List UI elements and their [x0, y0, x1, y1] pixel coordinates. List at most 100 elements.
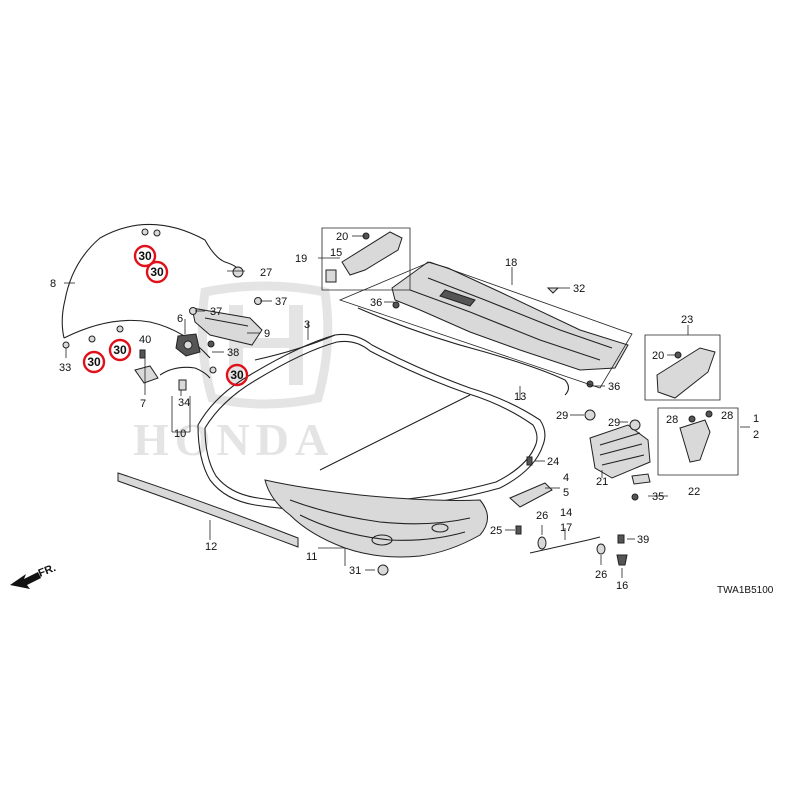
clip-28a	[688, 415, 696, 423]
callout-40: 40	[139, 334, 151, 346]
highlight-30-e: 30	[225, 363, 249, 387]
callout-9: 9	[264, 328, 270, 340]
bumper-16	[616, 554, 628, 566]
bolt-24	[526, 456, 533, 466]
callout-22: 22	[688, 486, 700, 498]
cowl-seal	[357, 307, 570, 396]
callout-8: 8	[50, 278, 56, 290]
cowl-top-panel	[391, 261, 629, 371]
highlight-30-b: 30	[145, 260, 169, 284]
callout-21: 21	[596, 476, 608, 488]
front-label: FR.	[37, 562, 58, 580]
callout-35: 35	[652, 491, 664, 503]
callout-29-left: 29	[556, 410, 568, 422]
callout-11: 11	[306, 551, 317, 563]
bumper-34	[178, 379, 187, 391]
nut-29a	[584, 409, 596, 421]
hood-lock	[175, 333, 201, 357]
callout-28-right: 28	[721, 410, 733, 422]
callout-20-right: 20	[652, 350, 664, 362]
nut-30e	[209, 366, 217, 374]
clip-35	[631, 473, 651, 485]
bolt-38	[207, 340, 215, 348]
hood-panel	[197, 333, 546, 511]
highlight-30-a: 30	[133, 244, 157, 268]
watermark-logo-frame	[197, 281, 333, 409]
callout-15: 15	[330, 247, 342, 259]
callout-16: 16	[616, 580, 628, 592]
watermark-logo-bar-mid	[243, 338, 289, 348]
callout-17: 17	[560, 522, 572, 534]
highlight-30-c: 30	[82, 350, 106, 374]
callout-31: 31	[349, 565, 361, 577]
highlighted-callouts: 30 30 30 30 30	[82, 244, 249, 387]
callout-34: 34	[178, 397, 190, 409]
bolt-25	[515, 525, 522, 535]
nut-30a	[141, 228, 149, 236]
grommet-33	[62, 341, 70, 349]
cowl-side-cover-right	[656, 347, 716, 399]
watermark-logo-bar-right	[289, 305, 303, 385]
svg-text:30: 30	[113, 343, 127, 357]
callout-26-left: 26	[536, 510, 548, 522]
nut-29b	[629, 419, 641, 431]
cap-26a	[537, 536, 547, 550]
clip-40	[139, 349, 146, 359]
nut-27	[232, 266, 244, 278]
callout-33: 33	[59, 362, 71, 374]
callout-32: 32	[573, 283, 585, 295]
clip-35b	[631, 493, 639, 501]
callout-19: 19	[295, 253, 307, 265]
watermark-wordmark: HONDA	[133, 414, 334, 465]
svg-text:30: 30	[87, 355, 101, 369]
callout-6: 6	[177, 313, 183, 325]
callout-5: 5	[563, 487, 569, 499]
callout-23: 23	[681, 314, 693, 326]
callout-2: 2	[753, 429, 759, 441]
hood-hinge	[589, 424, 651, 479]
hood-stay-bracket	[134, 365, 211, 384]
callout-24: 24	[547, 456, 559, 468]
callout-29-right: 29	[608, 417, 620, 429]
cap-26b	[596, 543, 606, 555]
callout-7: 7	[140, 398, 146, 410]
callout-38: 38	[227, 347, 239, 359]
callout-37-left: 37	[210, 306, 222, 318]
callout-27: 27	[260, 267, 272, 279]
callout-10: 10	[174, 428, 186, 440]
group-frames	[171, 227, 739, 566]
fasteners	[62, 228, 713, 576]
highlight-30-d: 30	[108, 338, 132, 362]
hood-lock-bracket	[191, 307, 263, 346]
callout-36-left: 36	[370, 297, 382, 309]
callout-37-right: 37	[275, 296, 287, 308]
callout-36-right: 36	[608, 381, 620, 393]
svg-text:30: 30	[150, 265, 164, 279]
callout-28-left: 28	[666, 414, 678, 426]
hood-gas-strut	[529, 536, 601, 554]
front-direction-indicator: FR.	[10, 562, 58, 589]
callout-13: 13	[514, 391, 526, 403]
clip-28b	[705, 410, 713, 418]
callout-39: 39	[637, 534, 649, 546]
callouts: 1 2 3 4 5 6 7 8 9 10 11 12 13 14 15 16 1…	[50, 231, 759, 592]
cowl-side-cover	[325, 231, 403, 283]
front-arrow-icon	[10, 572, 41, 589]
leader-lines	[64, 235, 750, 578]
diagram-code: TWA1B5100	[717, 585, 774, 596]
nut-30b	[153, 229, 161, 237]
clip-36a	[392, 301, 400, 309]
callout-18: 18	[505, 257, 517, 269]
hood-hinge-link	[509, 482, 553, 508]
clip-31	[377, 564, 389, 576]
hinge-bracket	[679, 419, 711, 463]
callout-14: 14	[560, 507, 572, 519]
callout-26-right: 26	[595, 569, 607, 581]
bolt-39	[617, 534, 625, 544]
callout-3: 3	[304, 319, 310, 331]
clip-32	[546, 287, 560, 294]
callout-25: 25	[490, 525, 502, 537]
callout-12: 12	[205, 541, 217, 553]
callout-20-upper: 20	[336, 231, 348, 243]
